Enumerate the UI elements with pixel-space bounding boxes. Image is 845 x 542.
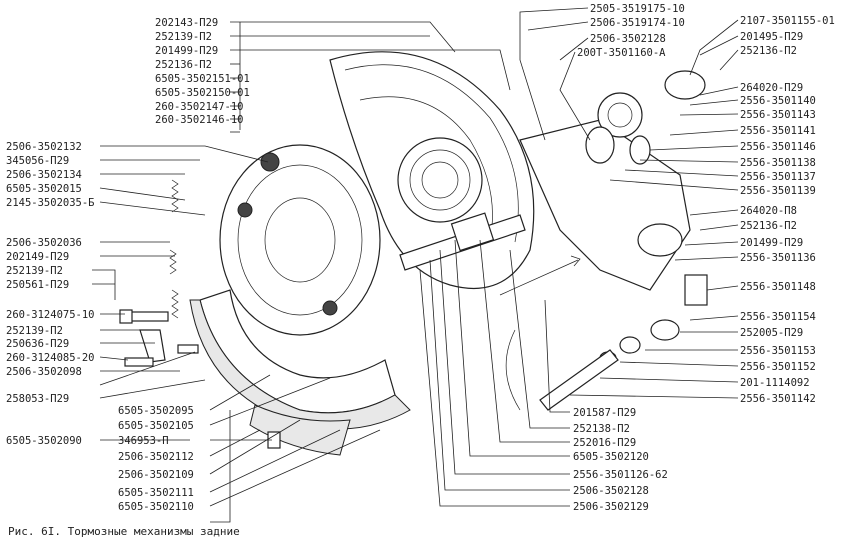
label-2506-3502036: 2506-3502036 — [6, 237, 82, 249]
label-6505-3502105: 6505-3502105 — [118, 420, 194, 432]
leader-lines-right — [519, 7, 739, 399]
label-252136-p2: 252136-П2 — [155, 59, 212, 71]
labels-right: 2505-3519175-10 2506-3519174-10 2506-350… — [577, 3, 835, 405]
label-6505-3502090: 6505-3502090 — [6, 435, 82, 447]
label-201495-p29: 201495-П29 — [740, 31, 803, 43]
label-2556-3501136: 2556-3501136 — [740, 252, 816, 264]
label-2556-3501139: 2556-3501139 — [740, 185, 816, 197]
label-2506-3519174-10: 2506-3519174-10 — [590, 17, 685, 29]
label-2556-3501140: 2556-3501140 — [740, 95, 816, 107]
label-252139-p2: 252139-П2 — [155, 31, 212, 43]
label-6505-3502095: 6505-3502095 — [118, 405, 194, 417]
label-260-3502146-10: 260-3502146-10 — [155, 114, 244, 126]
label-346953-p: 346953-П — [118, 435, 169, 447]
label-252138-p2: 252138-П2 — [573, 423, 630, 435]
label-2506-3502098: 2506-3502098 — [6, 366, 82, 378]
label-6505-3502110: 6505-3502110 — [118, 501, 194, 513]
figure-caption: Рис. 6I. Тормозные механизмы задние — [8, 525, 240, 538]
label-2556-3501148: 2556-3501148 — [740, 281, 816, 293]
label-252139-p2-b: 252139-П2 — [6, 265, 63, 277]
label-345056-p29: 345056-П29 — [6, 155, 69, 167]
label-2506-3502132: 2506-3502132 — [6, 141, 82, 153]
label-2556-3501141: 2556-3501141 — [740, 125, 816, 137]
label-201499-p29-r: 201499-П29 — [740, 237, 803, 249]
label-2506-3502112: 2506-3502112 — [118, 451, 194, 463]
label-6505-3502151-01: 6505-3502151-01 — [155, 73, 250, 85]
diagram-drawing — [119, 51, 708, 456]
label-2107-3501155-01: 2107-3501155-01 — [740, 15, 835, 27]
label-6505-3502150-01: 6505-3502150-01 — [155, 87, 250, 99]
label-252016-p29: 252016-П29 — [573, 437, 636, 449]
label-252136-p2-r2: 252136-П2 — [740, 220, 797, 232]
label-2506-3502129: 2506-3502129 — [573, 501, 649, 513]
label-260-3502147-10: 260-3502147-10 — [155, 101, 244, 113]
label-2556-3501152: 2556-3501152 — [740, 361, 816, 373]
label-264020-p29: 264020-П29 — [740, 82, 803, 94]
label-2556-3501137: 2556-3501137 — [740, 171, 816, 183]
label-6505-3502120: 6505-3502120 — [573, 451, 649, 463]
label-260-3124085-20: 260-3124085-20 — [6, 352, 95, 364]
label-258053-p29: 258053-П29 — [6, 393, 69, 405]
label-2505-3519175-10: 2505-3519175-10 — [590, 3, 685, 15]
label-202143-p29: 202143-П29 — [155, 17, 218, 29]
label-2506-3502128-top: 2506-3502128 — [590, 33, 666, 45]
label-2556-3501143: 2556-3501143 — [740, 109, 816, 121]
label-260-3124075-10: 260-3124075-10 — [6, 309, 95, 321]
label-2145-3502035-b: 2145-3502035-Б — [6, 197, 95, 209]
label-252136-p2-r: 252136-П2 — [740, 45, 797, 57]
label-2556-3501153: 2556-3501153 — [740, 345, 816, 357]
label-2556-3501126-62: 2556-3501126-62 — [573, 469, 668, 481]
label-201-1114092: 201-1114092 — [740, 377, 810, 389]
label-252005-p29: 252005-П29 — [740, 327, 803, 339]
label-2506-3502109: 2506-3502109 — [118, 469, 194, 481]
labels-bottom: 201587-П29 252138-П2 252016-П29 6505-350… — [573, 407, 668, 513]
label-2556-3501142: 2556-3501142 — [740, 393, 816, 405]
label-201587-p29: 201587-П29 — [573, 407, 636, 419]
labels-left: 202143-П29 252139-П2 201499-П29 252136-П… — [6, 17, 250, 513]
label-2506-3502134: 2506-3502134 — [6, 169, 82, 181]
label-250636-p29: 250636-П29 — [6, 338, 69, 350]
label-252139-p2-c: 252139-П2 — [6, 325, 63, 337]
label-6505-3502015: 6505-3502015 — [6, 183, 82, 195]
label-2556-3501154: 2556-3501154 — [740, 311, 816, 323]
label-264020-p8: 264020-П8 — [740, 205, 797, 217]
label-250561-p29: 250561-П29 — [6, 279, 69, 291]
label-202149-p29: 202149-П29 — [6, 251, 69, 263]
label-2556-3501146: 2556-3501146 — [740, 141, 816, 153]
label-2556-3501138: 2556-3501138 — [740, 157, 816, 169]
label-6505-3502111: 6505-3502111 — [118, 487, 194, 499]
leader-lines-bottom — [419, 239, 570, 507]
label-2506-3502128-bottom: 2506-3502128 — [573, 485, 649, 497]
leader-lines-left — [92, 21, 511, 523]
label-201499-p29: 201499-П29 — [155, 45, 218, 57]
label-200t-3501160-a: 200Т-3501160-А — [577, 47, 666, 59]
